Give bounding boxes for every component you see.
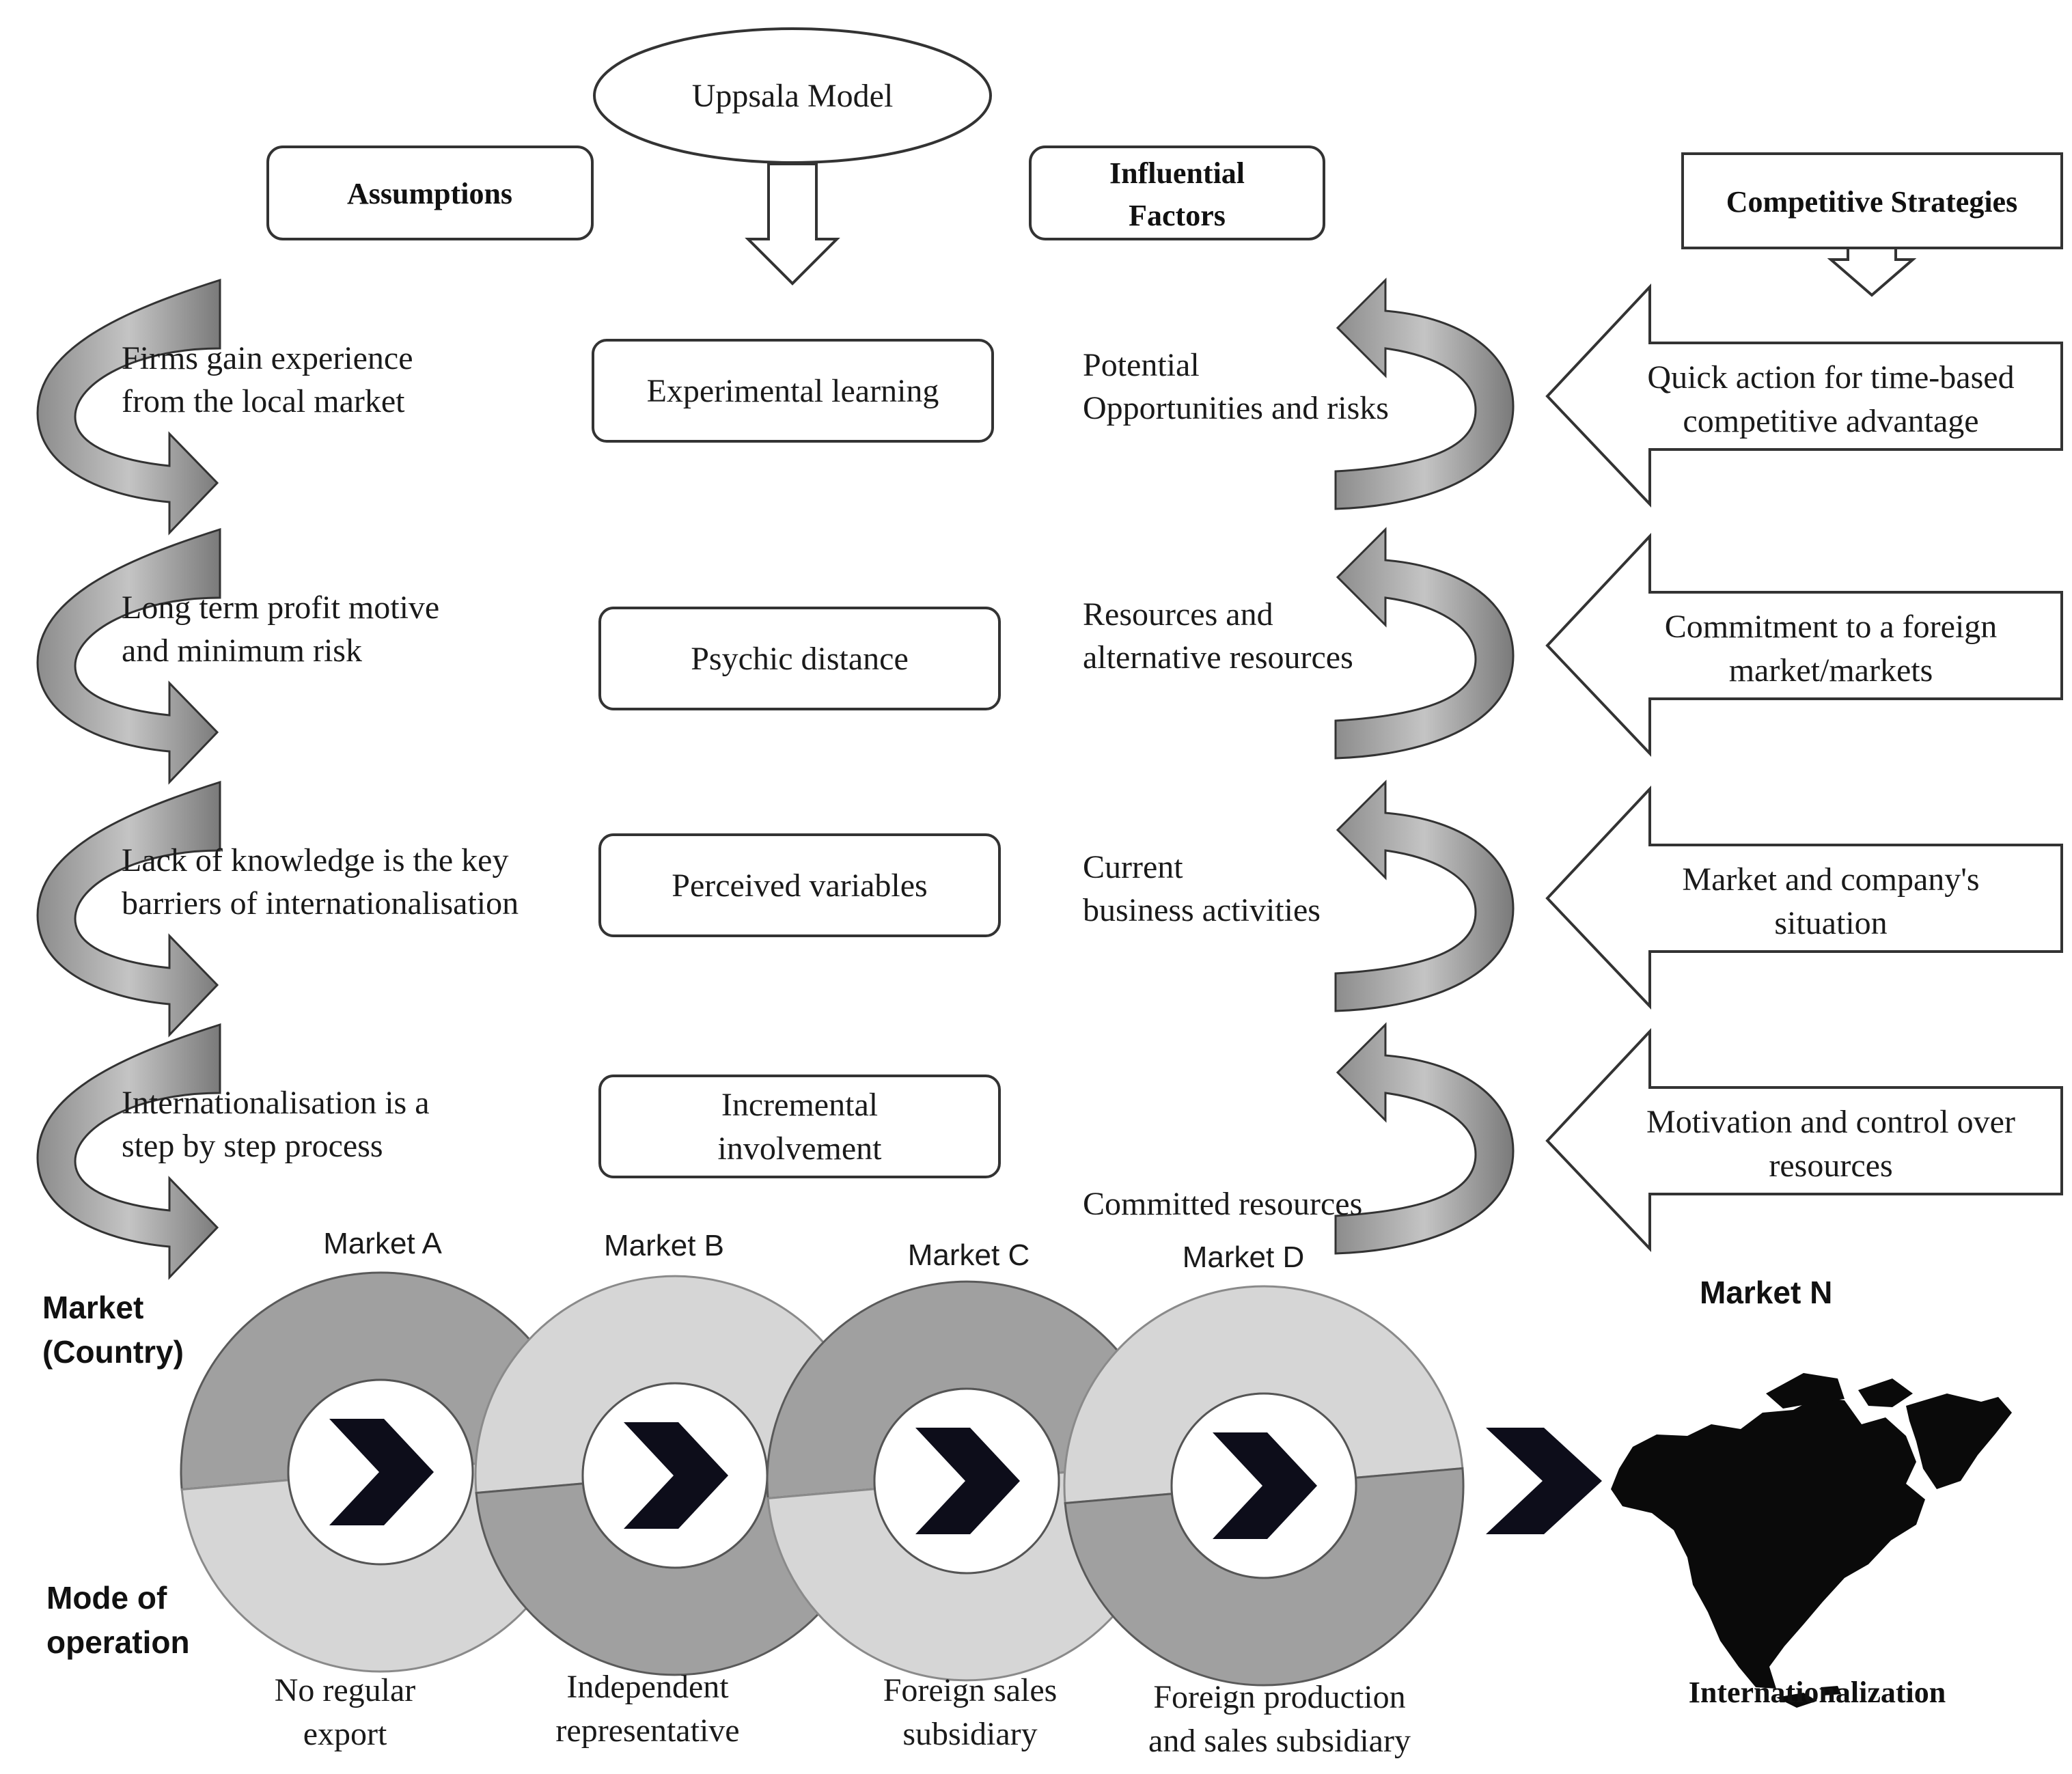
strategy-2-line-1: Commitment to a foreign: [1665, 609, 1998, 645]
assumption-2-line-2: and minimum risk: [122, 633, 362, 669]
factor-curl-arrow-icon: [1334, 779, 1515, 1012]
strategy-1-line-2: competitive advantage: [1683, 403, 1978, 439]
mode-label-1-line-1: No regular: [275, 1672, 416, 1708]
strategy-4-line-2: resources: [1769, 1148, 1892, 1184]
assumption-4-line-1: Internationalisation is a: [122, 1085, 430, 1121]
mode-label-1-line-2: export: [303, 1716, 387, 1752]
concept-box-4: Incremental involvement: [598, 1075, 1001, 1178]
concept-1-line-1: Experimental learning: [647, 373, 939, 409]
market-label-line-2: (Country): [42, 1334, 184, 1370]
row-3: Lack of knowledge is the key barriers of …: [36, 779, 2063, 1038]
strategy-arrow-2: [1545, 532, 2063, 758]
assumption-2-line-1: Long term profit motive: [122, 590, 439, 626]
uppsala-model-title: Uppsala Model: [692, 78, 894, 114]
market-label-3: Market C: [908, 1238, 1030, 1272]
factor-curl-arrow-icon: [1334, 527, 1515, 760]
assumptions-header-text: Assumptions: [347, 177, 512, 210]
market-ring-4: Market D Foreign production and sales subs…: [1063, 1241, 1465, 1759]
north-america-map-icon: [1611, 1373, 2012, 1708]
uppsala-model-node: Uppsala Model: [593, 27, 992, 164]
factor-4-line-1: Committed resources: [1083, 1186, 1362, 1222]
market-rings: Market A No regular export Market B Independ…: [180, 1227, 1465, 1759]
factor-3-line-2: business activities: [1083, 892, 1321, 928]
mode-axis-label: Mode of operation: [46, 1580, 190, 1660]
strategy-4-line-1: Motivation and control over: [1646, 1104, 2015, 1140]
market-n-label: Market N: [1700, 1275, 1832, 1310]
mode-label-line-1: Mode of: [46, 1580, 167, 1616]
chevron-right-icon: [624, 1422, 728, 1529]
row-2: Long term profit motive and minimum risk P…: [36, 527, 2063, 785]
assumption-curl-arrow-icon: [36, 527, 221, 785]
competitive-header-text: Competitive Strategies: [1726, 185, 2017, 219]
concept-3-line-1: Perceived variables: [672, 868, 927, 904]
mode-label-2-line-1: Independent: [566, 1669, 729, 1705]
factor-curl-arrow-icon: [1334, 277, 1515, 510]
concept-box-1: Experimental learning: [592, 339, 994, 443]
strategy-3-line-1: Market and company's: [1682, 861, 1979, 898]
market-axis-label: Market (Country): [42, 1290, 184, 1370]
concept-4-line-1: Incremental: [721, 1087, 878, 1123]
assumption-3-line-1: Lack of knowledge is the key: [122, 842, 508, 878]
row-4: Internationalisation is a step by step pr…: [36, 1022, 2063, 1280]
mode-label-3-line-2: subsidiary: [902, 1716, 1037, 1752]
mode-label-2-line-2: representative: [555, 1713, 739, 1749]
assumption-curl-arrow-icon: [36, 780, 221, 1038]
concept-2-line-1: Psychic distance: [691, 641, 909, 677]
competitive-strategies-header: Competitive Strategies: [1681, 152, 2063, 249]
down-arrow-icon: [745, 163, 840, 286]
competitive-down-arrow-icon: [1827, 247, 1917, 297]
concept-box-3: Perceived variables: [598, 833, 1001, 937]
influential-factors-header: Influential Factors: [1029, 145, 1325, 240]
mode-label-4-line-2: and sales subsidiary: [1148, 1723, 1411, 1759]
assumption-3-line-2: barriers of internationalisation: [122, 885, 519, 921]
market-label-line-1: Market: [42, 1290, 143, 1325]
assumption-curl-arrow-icon: [36, 1023, 221, 1280]
market-label-4: Market D: [1183, 1241, 1304, 1274]
factor-3-line-1: Current: [1083, 849, 1183, 885]
strategy-3-line-2: situation: [1774, 905, 1887, 941]
factor-curl-arrow-icon: [1334, 1022, 1515, 1255]
factor-2-line-2: alternative resources: [1083, 639, 1353, 676]
chevron-right-icon: [1213, 1432, 1317, 1539]
assumption-1-line-1: Firms gain experience: [122, 340, 413, 376]
internationalization-chevron-icon: [1486, 1428, 1602, 1534]
mode-label-3-line-1: Foreign sales: [883, 1672, 1058, 1708]
concept-4-line-2: involvement: [718, 1131, 883, 1167]
row-1: Firms gain experience from the local mark…: [36, 277, 2063, 536]
concept-box-2: Psychic distance: [598, 607, 1001, 710]
assumption-curl-arrow-icon: [36, 278, 221, 536]
market-label-2: Market B: [604, 1229, 724, 1262]
rows: Firms gain experience from the local mark…: [36, 277, 2063, 1280]
strategy-arrow-3: [1545, 785, 2063, 1010]
chevron-right-icon: [915, 1428, 1020, 1534]
mode-label-line-2: operation: [46, 1624, 190, 1660]
chevron-right-icon: [329, 1419, 434, 1525]
factor-1-line-2: Opportunities and risks: [1083, 390, 1389, 426]
assumption-1-line-2: from the local market: [122, 383, 405, 419]
internationalization-label: Internationalization: [1689, 1676, 1946, 1709]
strategy-arrow-4: [1545, 1027, 2063, 1253]
factor-2-line-1: Resources and: [1083, 596, 1273, 633]
strategy-2-line-2: market/markets: [1729, 652, 1933, 689]
market-label-1: Market A: [323, 1227, 442, 1260]
strategy-1-line-1: Quick action for time-based: [1647, 359, 2014, 396]
mode-label-4-line-1: Foreign production: [1153, 1679, 1405, 1715]
factor-1-line-1: Potential: [1083, 347, 1200, 383]
influential-header-line-2: Factors: [1129, 199, 1226, 232]
assumption-4-line-2: step by step process: [122, 1128, 383, 1164]
assumptions-header: Assumptions: [266, 145, 594, 240]
strategy-arrow-1: [1545, 283, 2063, 508]
influential-header-line-1: Influential: [1109, 156, 1245, 190]
